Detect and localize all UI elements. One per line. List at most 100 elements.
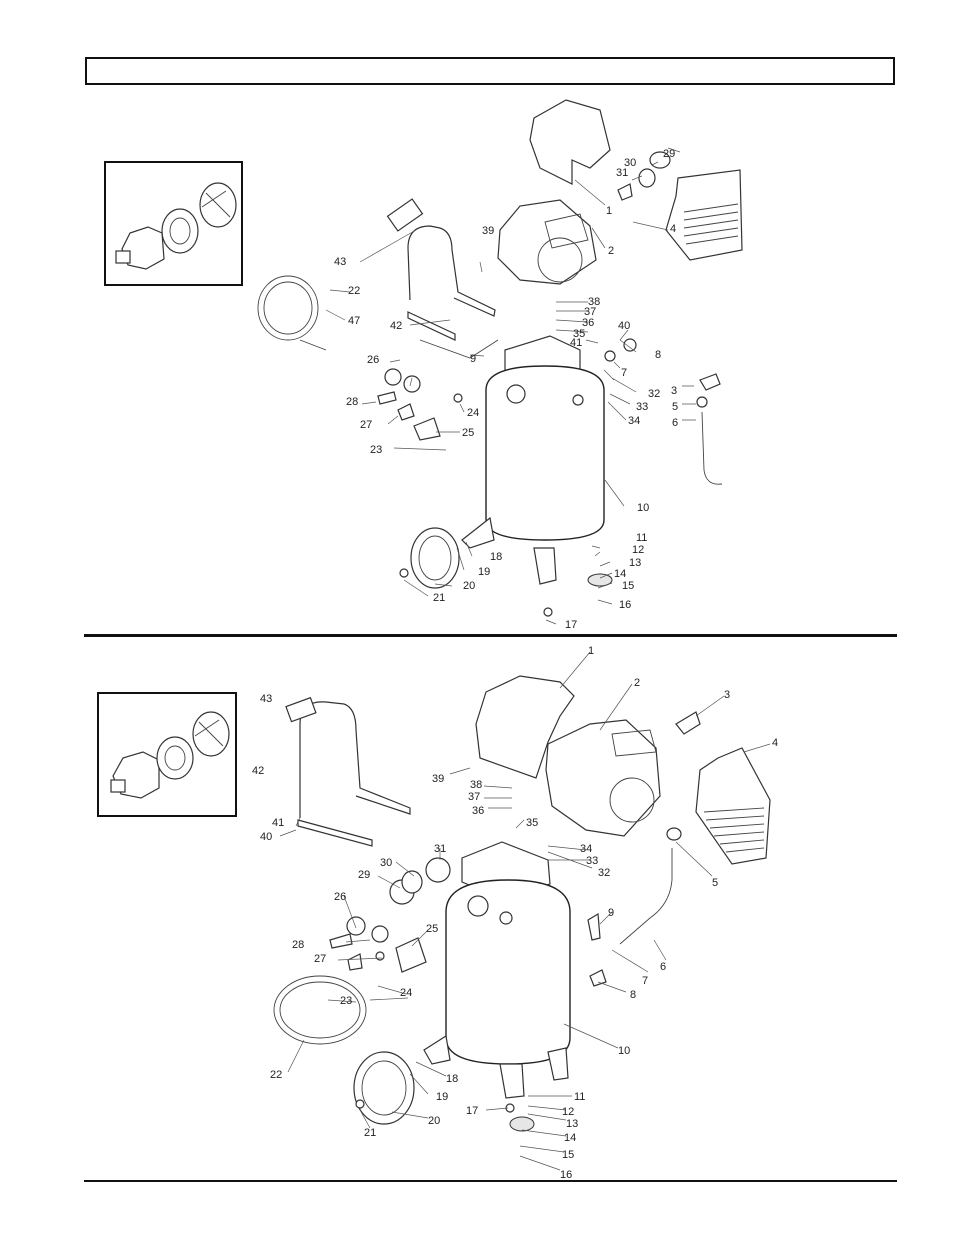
top-part-handle-grip — [386, 198, 424, 232]
callout-20: 20 — [428, 1115, 440, 1127]
callout-13: 13 — [566, 1118, 578, 1130]
top-part-pressure-switch-fitting — [604, 350, 616, 362]
callout-43: 43 — [334, 256, 346, 268]
callout-42: 42 — [252, 765, 264, 777]
top-part-handle — [407, 225, 496, 317]
bottom-part-compression-nut — [666, 827, 682, 841]
callout-22: 22 — [270, 1069, 282, 1081]
callout-41: 41 — [272, 817, 284, 829]
callout-3: 3 — [724, 689, 730, 701]
callout-12: 12 — [562, 1106, 574, 1118]
callout-43: 43 — [260, 693, 272, 705]
top-part-shroud — [529, 99, 611, 185]
top-part-rear-cover — [665, 169, 743, 261]
callout-22: 22 — [348, 285, 360, 297]
callout-25: 25 — [426, 923, 438, 935]
callout-20: 20 — [463, 580, 475, 592]
callout-19: 19 — [478, 566, 490, 578]
callout-30: 30 — [624, 157, 636, 169]
top-part-manifold — [413, 417, 441, 441]
callout-11: 11 — [636, 532, 647, 544]
bottom-part-shroud — [475, 675, 575, 779]
top-part-gauge-2 — [384, 368, 402, 386]
callout-1: 1 — [606, 205, 612, 217]
callout-26: 26 — [367, 354, 379, 366]
top-part-outlet-tube — [419, 339, 499, 359]
bottom-exploded-view: 1 2 3 4 5 6 7 8 9 10 11 12 13 14 15 16 1… — [252, 645, 778, 1181]
top-part-check-valve — [623, 338, 637, 352]
callout-39: 39 — [482, 225, 494, 237]
top-exploded-view: 1 2 3 4 5 6 7 8 9 10 11 12 13 14 15 16 1… — [257, 99, 743, 631]
bottom-part-wheel — [353, 1051, 415, 1125]
callout-36: 36 — [582, 317, 594, 329]
top-part-outlet-hose — [701, 411, 723, 485]
bottom-part-power-cord — [273, 975, 367, 1045]
callout-32: 32 — [598, 867, 610, 879]
callout-28: 28 — [346, 396, 358, 408]
callout-27: 27 — [314, 953, 326, 965]
filter-element — [156, 736, 194, 780]
bottom-part-tank-foot-right — [547, 1047, 569, 1081]
top-part-air-tank — [485, 365, 605, 541]
callout-9: 9 — [608, 907, 614, 919]
callout-7: 7 — [621, 367, 627, 379]
callout-35: 35 — [526, 817, 538, 829]
top-part-compression-nut — [696, 396, 708, 408]
callout-12: 12 — [632, 544, 644, 556]
bottom-part-motor-pump — [545, 719, 661, 837]
bottom-part-handle-bracket — [297, 819, 373, 847]
callout-29: 29 — [663, 148, 675, 160]
bottom-part-tank-foot-left — [423, 1035, 451, 1065]
callout-37: 37 — [584, 306, 596, 318]
callout-23: 23 — [370, 444, 382, 456]
callout-7: 7 — [642, 975, 648, 987]
callout-24: 24 — [400, 987, 412, 999]
bottom-part-tank-foot-front — [499, 1063, 525, 1099]
bottom-part-outlet-hose — [619, 848, 673, 945]
callout-19: 19 — [436, 1091, 448, 1103]
callout-40: 40 — [260, 831, 272, 843]
section-divider — [84, 634, 897, 637]
callout-42: 42 — [390, 320, 402, 332]
callout-38: 38 — [588, 296, 600, 308]
callout-9: 9 — [470, 353, 476, 365]
callout-3: 3 — [671, 385, 677, 397]
callout-13: 13 — [629, 557, 641, 569]
top-part-drain-valve — [543, 607, 553, 617]
callout-1: 1 — [588, 645, 594, 657]
callout-6: 6 — [672, 417, 678, 429]
top-part-regulator — [397, 403, 415, 421]
callout-8: 8 — [655, 349, 661, 361]
callout-36: 36 — [472, 805, 484, 817]
callout-18: 18 — [446, 1073, 458, 1085]
bottom-part-quick-coupler — [329, 933, 353, 949]
callout-2: 2 — [634, 677, 640, 689]
top-part-handle-bracket — [407, 311, 456, 341]
bottom-part-gauge — [346, 916, 366, 936]
bottom-part-rear-cover — [695, 747, 771, 865]
callout-17: 17 — [565, 619, 577, 631]
top-part-filter-element — [638, 168, 656, 188]
bottom-part-safety-valve — [375, 951, 385, 961]
top-part-safety-valve — [453, 393, 463, 403]
bottom-part-tank-fitting — [467, 895, 489, 917]
callout-15: 15 — [622, 580, 634, 592]
filter-element — [161, 208, 199, 254]
top-part-elbow-fitting — [699, 373, 721, 391]
callout-21: 21 — [433, 592, 445, 604]
callout-32: 32 — [648, 388, 660, 400]
callout-6: 6 — [660, 961, 666, 973]
callout-27: 27 — [360, 419, 372, 431]
callout-4: 4 — [670, 223, 676, 235]
callout-29: 29 — [358, 869, 370, 881]
callout-41: 41 — [570, 337, 582, 349]
bottom-part-handle-grip — [285, 696, 317, 723]
callout-18: 18 — [490, 551, 502, 563]
callout-11: 11 — [574, 1091, 585, 1103]
callout-34: 34 — [628, 415, 640, 427]
top-part-wheel-bolt — [399, 568, 409, 578]
air-filter-exploded-illustration — [110, 711, 230, 799]
top-part-filter-cover — [649, 151, 671, 169]
callout-34: 34 — [580, 843, 592, 855]
